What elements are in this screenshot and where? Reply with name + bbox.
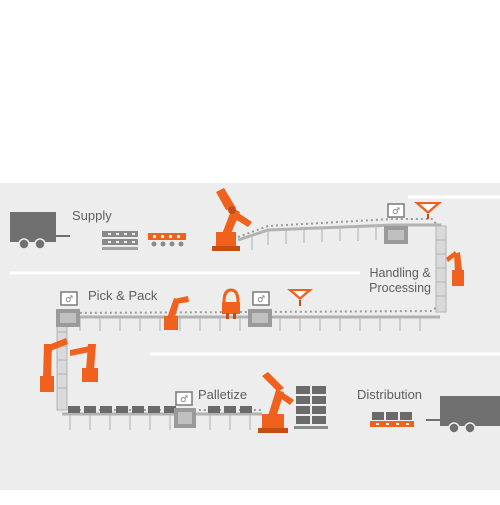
stage-label-pick-pack: Pick & Pack (88, 288, 158, 303)
conveyor-left-vertical (56, 317, 68, 411)
stage-label-distribution: Distribution (357, 387, 423, 402)
svg-text:♂: ♂ (392, 207, 400, 217)
scanner-station-pick-pack-icon: ♂ (56, 291, 80, 327)
diagram-background (0, 183, 500, 490)
stage-label-handling-line2: Processing (369, 281, 431, 295)
industrial-robot-palletize-icon (258, 372, 294, 433)
stage-label-handling-line1: Handling & (369, 266, 431, 280)
delta-robot-middle-icon (287, 289, 313, 306)
delta-robot-upper-icon (414, 202, 442, 219)
scanner-station-upper-icon: ♂ (384, 203, 408, 244)
svg-text:♂: ♂ (65, 295, 73, 305)
scanner-station-palletize-icon: ♂ (174, 391, 196, 428)
conveyor-right-vertical (435, 225, 447, 313)
stage-label-supply: Supply (72, 208, 112, 223)
flow-divider-lines (10, 195, 500, 356)
industrial-robot-left-lower-icon (70, 344, 98, 382)
distribution-pallet-icon (370, 412, 414, 427)
pallet-stack-icon (294, 386, 328, 429)
scanner-station-middle-icon: ♂ (248, 291, 272, 327)
box-row (68, 406, 252, 413)
conveyor-lower (62, 406, 262, 430)
distribution-truck-icon (426, 396, 500, 434)
stage-label-handling-processing: Handling & Processing (369, 266, 431, 296)
svg-text:♂: ♂ (257, 295, 265, 305)
supply-pallet-orange-icon (148, 233, 186, 247)
supply-truck-icon (10, 212, 70, 250)
industrial-robot-pick-pack-icon (164, 296, 189, 330)
industrial-robot-right-icon (446, 251, 464, 286)
industrial-robot-supply-icon (212, 188, 252, 251)
svg-text:♂: ♂ (180, 395, 188, 405)
stage-label-palletize: Palletize (198, 387, 248, 402)
industrial-robot-left-upper-icon (40, 338, 68, 392)
gripper-robot-icon (222, 288, 240, 319)
product-flow-track (61, 218, 441, 411)
supply-pallets-grey-icon (102, 231, 138, 250)
